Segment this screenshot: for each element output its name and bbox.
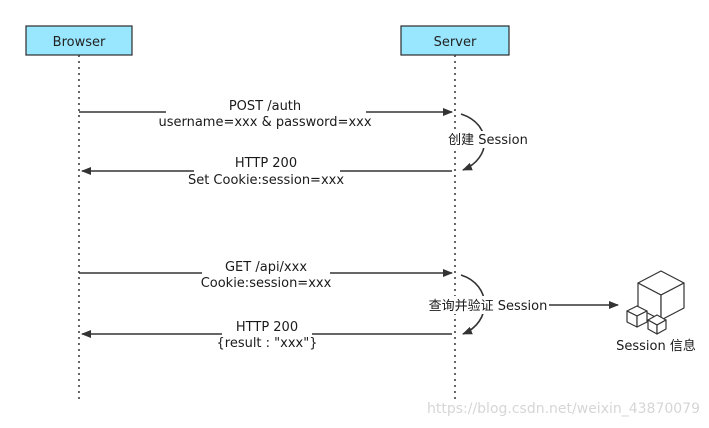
self-call-verify-session: 查询并验证 Session [427, 274, 619, 335]
post-auth-label: POST /auth [229, 99, 301, 114]
http-200-label-1: HTTP 200 [235, 156, 297, 171]
browser-label: Browser [53, 35, 106, 50]
create-session-label: 创建 Session [448, 133, 528, 148]
browser-actor: Browser [25, 25, 133, 56]
post-auth-params: username=xxx & password=xxx [158, 115, 371, 130]
watermark: https://blog.csdn.net/weixin_43870079 [427, 401, 700, 417]
message-get-api: GET /api/xxx Cookie:session=xxx [79, 258, 453, 292]
message-post-auth: POST /auth username=xxx & password=xxx [79, 96, 453, 131]
set-cookie-label: Set Cookie:session=xxx [188, 173, 344, 188]
cube-stack-icon [626, 270, 685, 335]
server-actor: Server [400, 25, 510, 56]
session-store-label: Session 信息 [616, 338, 696, 354]
message-http-200-result: HTTP 200 {result : "xxx"} [81, 318, 452, 353]
cookie-session-label: Cookie:session=xxx [201, 276, 332, 291]
message-http-200-set-cookie: HTTP 200 Set Cookie:session=xxx [81, 154, 452, 189]
result-label: {result : "xxx"} [216, 336, 317, 351]
http-200-label-2: HTTP 200 [236, 320, 298, 335]
get-api-label: GET /api/xxx [225, 260, 307, 275]
server-label: Server [434, 35, 477, 50]
self-call-create-session: 创建 Session [448, 113, 528, 171]
verify-session-label: 查询并验证 Session [429, 298, 548, 314]
